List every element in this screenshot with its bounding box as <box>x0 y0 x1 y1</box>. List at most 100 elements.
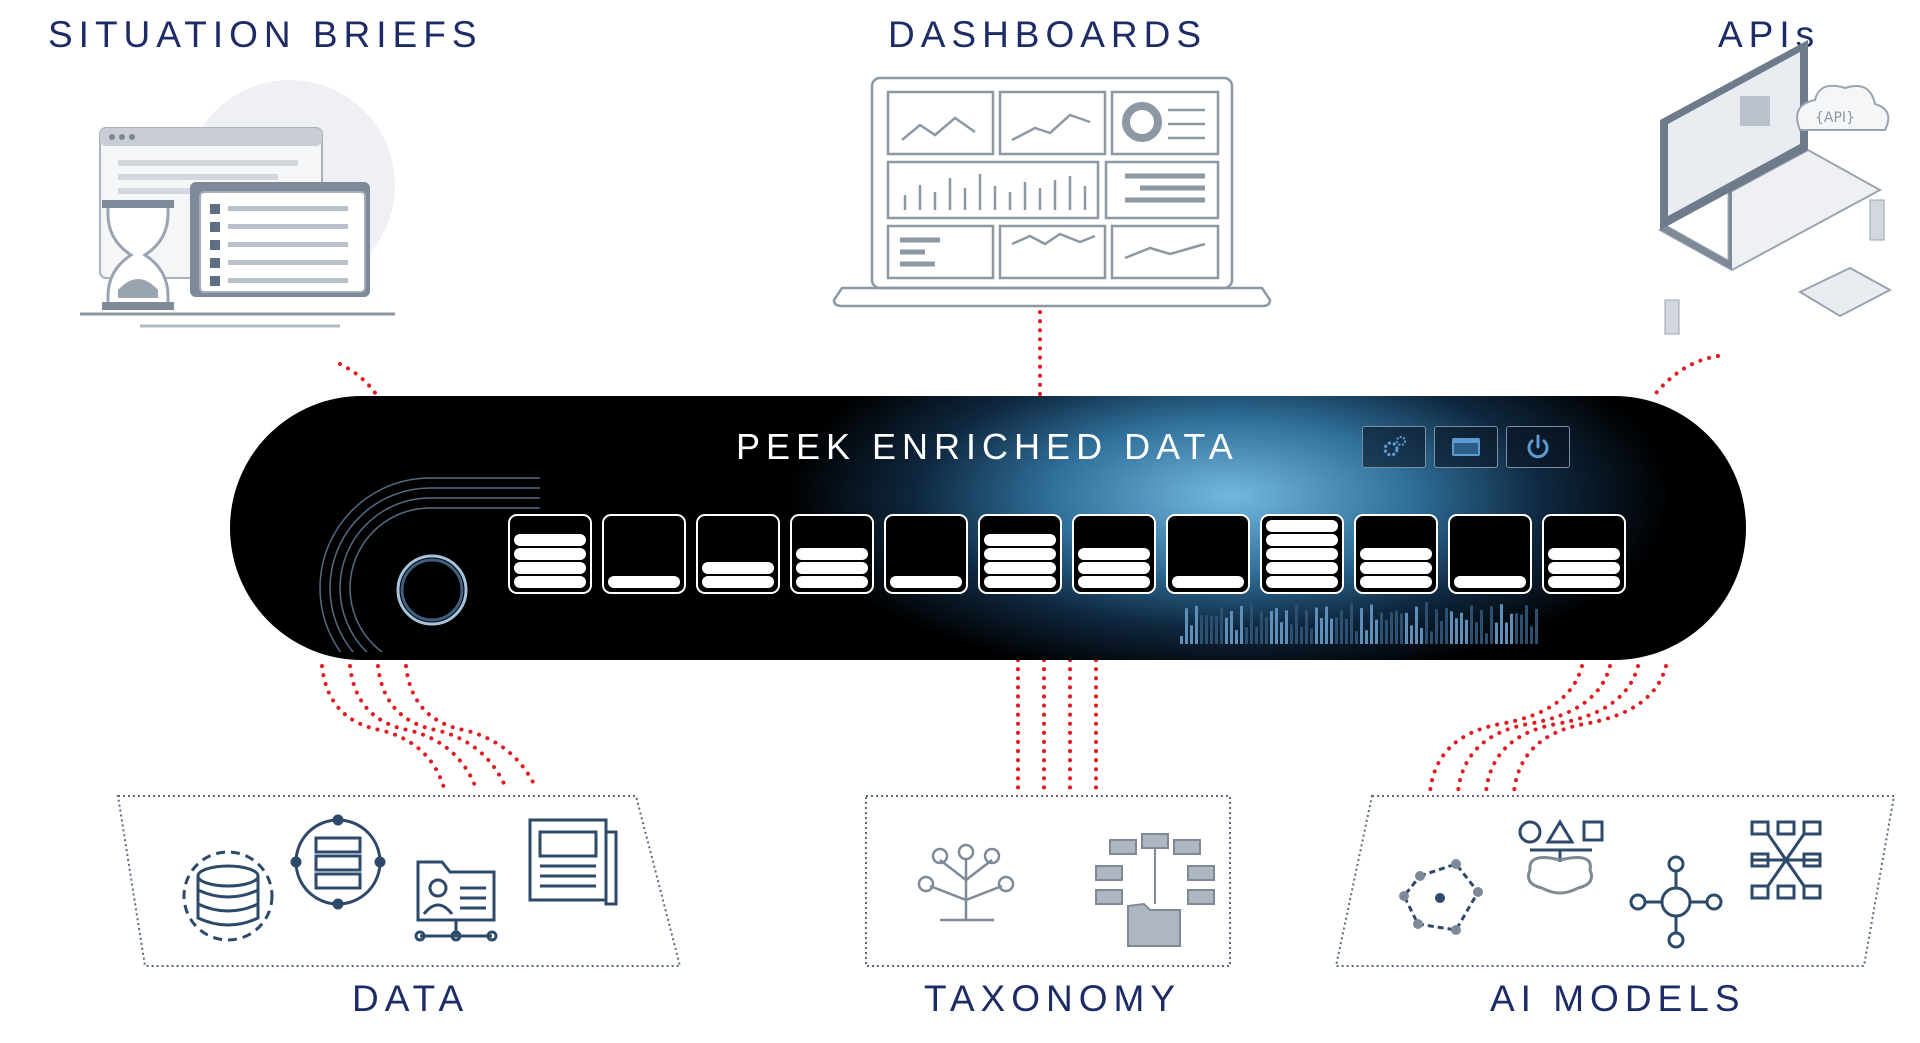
wire-ai-4 <box>1512 664 1668 794</box>
gear-button[interactable] <box>1362 426 1426 468</box>
equalizer-bar <box>1445 608 1448 644</box>
equalizer-bar <box>1370 604 1373 644</box>
situation-briefs-label: SITUATION BRIEFS <box>48 14 483 55</box>
equalizer-bar <box>1280 622 1283 644</box>
equalizer-bar <box>1500 604 1503 644</box>
slot-bar <box>702 576 774 588</box>
wire-ai-2 <box>1456 664 1612 794</box>
peek-enriched-data-device: PEEK ENRICHED DATA <box>230 396 1746 660</box>
equalizer-bar <box>1300 626 1303 644</box>
equalizer-bar <box>1355 631 1358 644</box>
data-slot <box>508 514 592 594</box>
equalizer-bar <box>1470 605 1473 644</box>
equalizer-bar <box>1205 615 1208 644</box>
slot-bar <box>514 576 586 588</box>
slot-bar <box>1548 548 1620 560</box>
wire-ai-1 <box>1428 664 1584 794</box>
slot-bar <box>796 576 868 588</box>
data-slot <box>1448 514 1532 594</box>
slot-bar <box>608 576 680 588</box>
grid-network-icon <box>1750 820 1822 900</box>
equalizer-bar <box>1380 612 1383 644</box>
folder-user-icon <box>414 860 498 942</box>
equalizer-bar <box>1255 626 1258 644</box>
wire-data-2 <box>348 664 478 790</box>
svg-text:{API}: {API} <box>1815 110 1855 126</box>
equalizer-bar <box>1240 606 1243 644</box>
slot-bar <box>1078 548 1150 560</box>
equalizer-bar <box>1215 615 1218 644</box>
data-slot <box>1542 514 1626 594</box>
equalizer-bar <box>1395 610 1398 644</box>
equalizer-bar <box>1415 606 1418 644</box>
equalizer-bar <box>1195 605 1198 644</box>
equalizer-bar <box>1510 613 1513 644</box>
equalizer-bar <box>1230 611 1233 644</box>
equalizer-bar <box>1455 618 1458 644</box>
equalizer-bars <box>1180 602 1538 644</box>
slot-bar <box>984 562 1056 574</box>
equalizer-bar <box>1185 608 1188 644</box>
slot-bar <box>890 576 962 588</box>
slot-bar <box>1360 576 1432 588</box>
equalizer-bar <box>1245 627 1248 644</box>
window-button[interactable] <box>1434 426 1498 468</box>
equalizer-bar <box>1450 611 1453 644</box>
database-icon <box>182 850 274 942</box>
slot-bar <box>1266 534 1338 546</box>
equalizer-bar <box>1405 612 1408 644</box>
equalizer-bar <box>1495 622 1498 644</box>
wire-data-4 <box>404 664 538 790</box>
equalizer-bar <box>1520 614 1523 644</box>
wire-data-1 <box>320 664 446 790</box>
data-slot <box>696 514 780 594</box>
power-button[interactable] <box>1506 426 1570 468</box>
dial-lines <box>319 477 540 652</box>
equalizer-bar <box>1420 627 1423 644</box>
equalizer-bar <box>1310 628 1313 644</box>
equalizer-bar <box>1210 615 1213 644</box>
data-slot <box>884 514 968 594</box>
equalizer-bar <box>1435 609 1438 644</box>
data-label: DATA <box>352 978 470 1019</box>
wire-apis <box>1650 354 1720 400</box>
equalizer-bar <box>1200 615 1203 644</box>
tree-icon <box>917 843 1015 922</box>
slot-bar <box>1266 562 1338 574</box>
cube-network-icon <box>1399 859 1483 935</box>
slot-bar <box>984 534 1056 546</box>
ai-models-panel <box>1334 795 1896 967</box>
equalizer-bar <box>1290 624 1293 644</box>
equalizer-bar <box>1275 607 1278 644</box>
equalizer-bar <box>1385 619 1388 644</box>
equalizer-bar <box>1350 603 1353 644</box>
equalizer-bar <box>1390 612 1393 644</box>
slot-bar <box>1548 562 1620 574</box>
equalizer-bar <box>1335 617 1338 644</box>
equalizer-bar <box>1295 604 1298 644</box>
data-slot <box>602 514 686 594</box>
equalizer-bar <box>1465 619 1468 644</box>
equalizer-bar <box>1305 610 1308 644</box>
equalizer-bar <box>1400 613 1403 644</box>
slot-bar <box>1266 576 1338 588</box>
data-slots <box>508 514 1626 594</box>
gear-icon <box>1383 436 1406 457</box>
equalizer-bar <box>1235 630 1238 644</box>
data-panel <box>116 795 682 967</box>
equalizer-bar <box>1410 625 1413 644</box>
equalizer-bar <box>1270 611 1273 644</box>
data-slot <box>1072 514 1156 594</box>
hub-network-icon <box>1629 855 1723 949</box>
slot-bar <box>514 562 586 574</box>
slot-bar <box>1548 576 1620 588</box>
apis-illustration: {API} <box>1657 40 1893 335</box>
equalizer-bar <box>1375 619 1378 644</box>
data-slot <box>1166 514 1250 594</box>
equalizer-bar <box>1260 611 1263 644</box>
equalizer-bar <box>1530 626 1533 644</box>
equalizer-bar <box>1325 606 1328 644</box>
slot-bar <box>1360 548 1432 560</box>
